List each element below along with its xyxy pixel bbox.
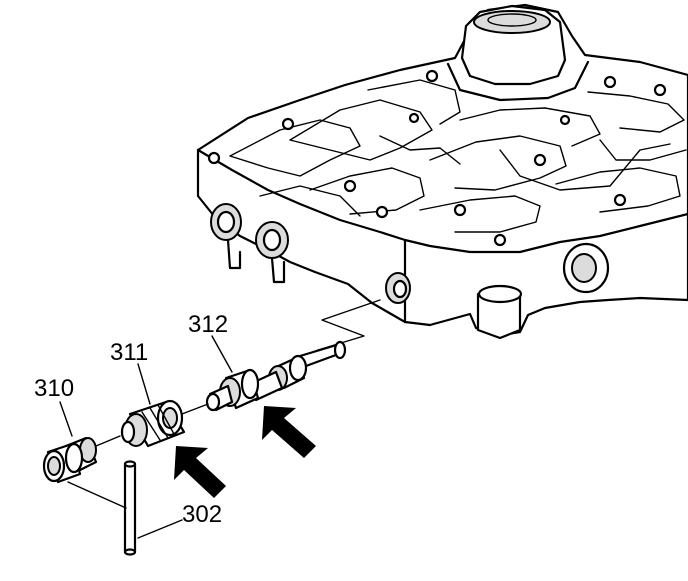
assembly-guide-line xyxy=(317,299,381,351)
leader-311 xyxy=(137,363,151,405)
leader-310 xyxy=(59,401,73,437)
valve-body-housing xyxy=(196,3,688,340)
plug-310 xyxy=(42,436,98,484)
callout-302: 302 xyxy=(182,501,222,528)
leader-310-pin xyxy=(67,481,127,509)
axis-line-311-310 xyxy=(95,435,121,447)
callout-310: 310 xyxy=(34,375,74,402)
arrow-icon xyxy=(174,446,226,498)
callout-312: 312 xyxy=(188,311,228,338)
arrow-icon xyxy=(262,406,316,458)
leader-312 xyxy=(211,335,233,373)
callout-311: 311 xyxy=(110,339,148,366)
axis-line-312-311 xyxy=(181,403,209,415)
sleeve-311 xyxy=(120,399,186,448)
leader-302 xyxy=(137,519,183,539)
valve-312 xyxy=(205,340,347,412)
